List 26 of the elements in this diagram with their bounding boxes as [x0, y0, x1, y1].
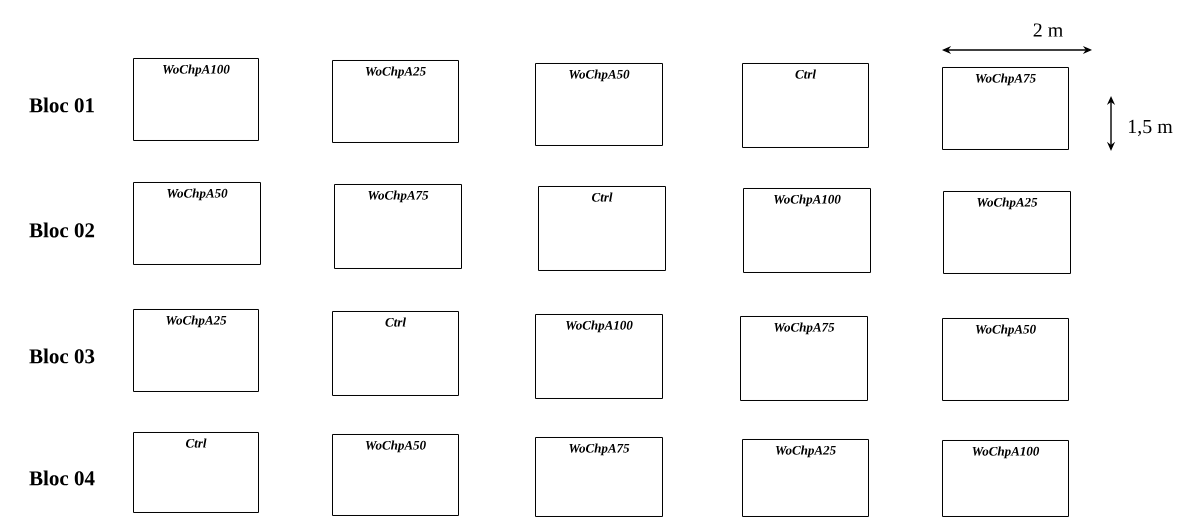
plot-box: WoChpA75: [942, 67, 1069, 150]
plot-box: WoChpA100: [133, 58, 259, 141]
plot-box: Ctrl: [133, 432, 259, 513]
plot-box: WoChpA75: [334, 184, 462, 269]
plot-box: Ctrl: [742, 63, 869, 148]
dimension-label: 1,5 m: [1129, 119, 1173, 137]
plot-box: WoChpA75: [740, 316, 868, 401]
plot-box: WoChpA75: [535, 437, 663, 517]
block-label: Bloc 04: [29, 470, 95, 486]
plot-box: WoChpA100: [743, 188, 871, 273]
plot-box: WoChpA25: [943, 191, 1071, 274]
plot-box: Ctrl: [538, 186, 666, 271]
plot-box: WoChpA50: [942, 318, 1069, 401]
plot-box: WoChpA50: [133, 182, 261, 265]
plot-box: WoChpA100: [535, 314, 663, 399]
plot-box: WoChpA25: [133, 309, 259, 392]
plot-box: Ctrl: [332, 311, 459, 396]
plot-box: WoChpA25: [742, 439, 869, 517]
dimension-label: 2 m: [1033, 23, 1063, 37]
plot-box: WoChpA50: [535, 63, 663, 146]
plot-box: WoChpA100: [942, 440, 1069, 517]
block-label: Bloc 02: [29, 222, 95, 238]
plot-box: WoChpA25: [332, 60, 459, 143]
block-label: Bloc 01: [29, 97, 94, 113]
plot-box: WoChpA50: [332, 434, 459, 516]
block-label: Bloc 03: [29, 348, 95, 364]
